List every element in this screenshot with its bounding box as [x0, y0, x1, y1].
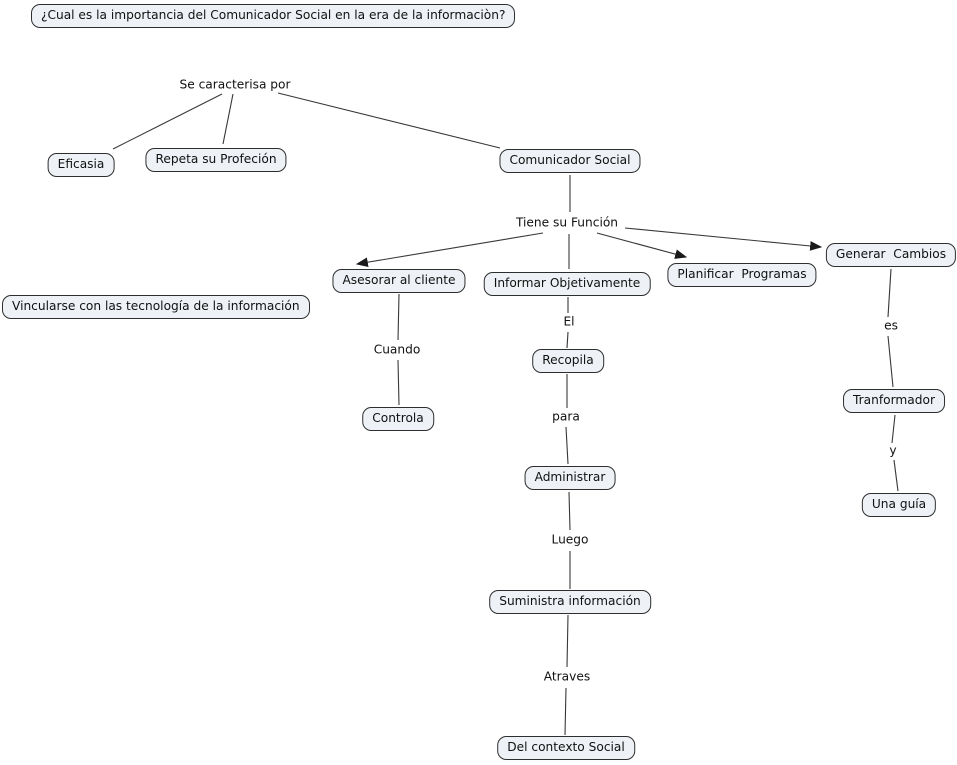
link-label-tiene-su-funcion[interactable]: Tiene su Función: [513, 215, 621, 231]
connector-tiene-planificar: [596, 232, 688, 259]
node-recopila[interactable]: Recopila: [532, 349, 604, 373]
node-question[interactable]: ¿Cual es la importancia del Comunicador …: [31, 4, 516, 28]
node-administrar[interactable]: Administrar: [524, 466, 616, 490]
node-comunicador-social[interactable]: Comunicador Social: [499, 149, 641, 173]
link-label-es[interactable]: es: [882, 318, 900, 334]
connector-cuando-controla: [397, 359, 400, 406]
connector-caracterisa-comunicador: [277, 92, 501, 149]
node-generar-cambios[interactable]: Generar Cambios: [825, 243, 957, 267]
link-label-para[interactable]: para: [550, 409, 582, 425]
node-del-contexto-social[interactable]: Del contexto Social: [497, 736, 635, 760]
connector-generar-es: [887, 268, 892, 318]
link-label-el[interactable]: El: [561, 314, 577, 330]
node-informar-objetivamente[interactable]: Informar Objetivamente: [483, 272, 651, 296]
connector-y-unaguia: [893, 459, 899, 492]
node-tranformador[interactable]: Tranformador: [843, 389, 945, 413]
node-asesorar-al-cliente[interactable]: Asesorar al cliente: [332, 269, 466, 293]
node-planificar-programas[interactable]: Planificar Programas: [667, 263, 817, 287]
node-suministra-informacion[interactable]: Suministra información: [489, 590, 651, 614]
connector-tiene-generar: [624, 227, 823, 251]
link-label-se-caracterisa-por[interactable]: Se caracterisa por: [177, 77, 293, 93]
node-vincularse[interactable]: Vincularse con las tecnología de la info…: [2, 295, 310, 319]
link-label-luego[interactable]: Luego: [549, 532, 591, 548]
node-controla[interactable]: Controla: [362, 407, 434, 431]
connector-caracterisa-repeta: [222, 93, 234, 145]
node-repeta-su-profecion[interactable]: Repeta su Profeción: [145, 148, 287, 172]
connector-tiene-asesorar: [355, 232, 544, 267]
link-label-atraves[interactable]: Atraves: [541, 669, 593, 685]
node-una-guia[interactable]: Una guía: [861, 493, 937, 517]
connector-asesorar-cuando: [397, 293, 400, 341]
node-eficasia[interactable]: Eficasia: [47, 153, 115, 177]
connector-para-administrar: [565, 426, 569, 465]
connector-es-tranformador: [887, 335, 894, 388]
connector-tranformador-y: [891, 414, 896, 444]
connector-administrar-luego: [568, 491, 571, 531]
connector-atraves-contexto: [564, 687, 567, 736]
connector-caracterisa-eficasia: [112, 93, 223, 150]
connector-suministra-atraves: [566, 614, 569, 668]
link-label-cuando[interactable]: Cuando: [371, 342, 423, 358]
link-label-y[interactable]: y: [887, 443, 899, 459]
connector-el-recopila: [566, 331, 569, 349]
